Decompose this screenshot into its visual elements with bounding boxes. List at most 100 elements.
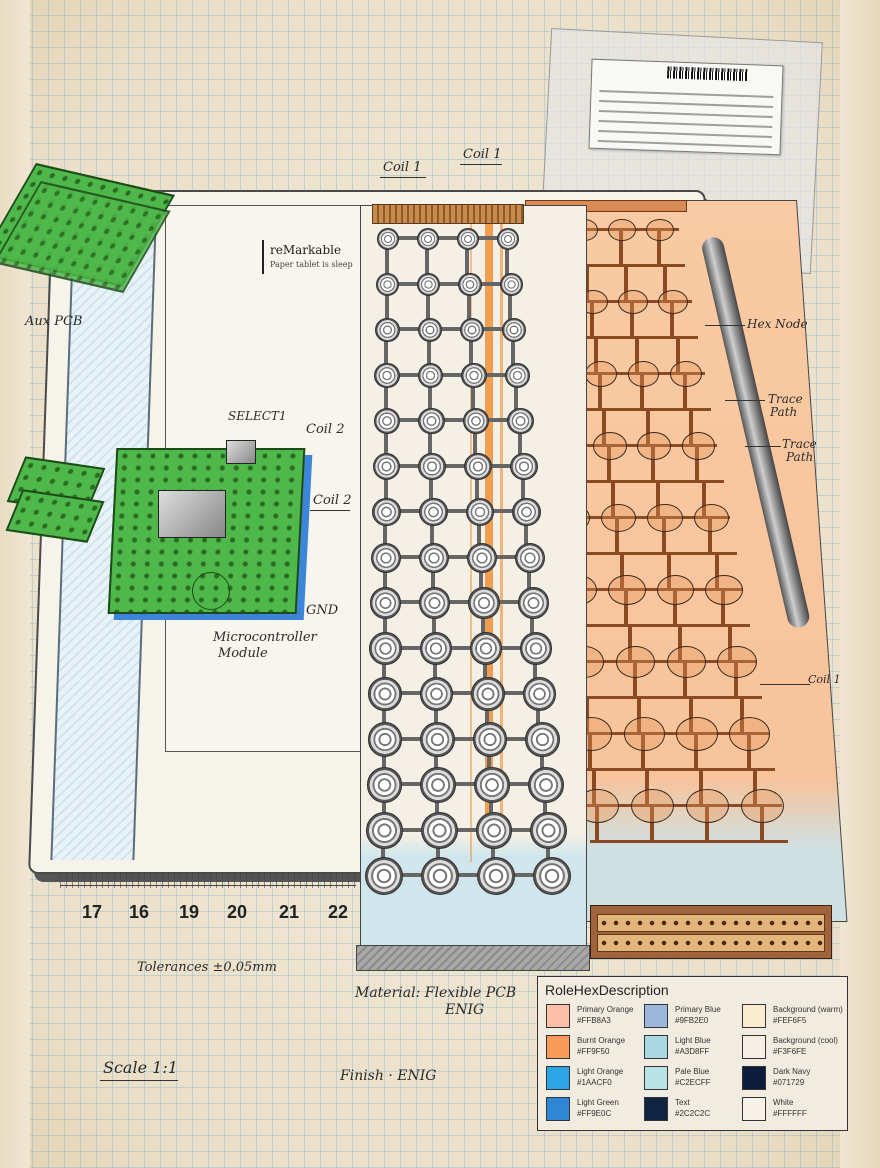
legend-swatch-name: Primary Orange <box>577 1005 634 1014</box>
hex-node-icon <box>676 717 718 751</box>
spiral-coil-icon <box>419 587 451 619</box>
coil-trace-vertical <box>427 372 432 419</box>
coil-trace-vertical <box>473 418 477 464</box>
spiral-coil-icon <box>370 587 402 619</box>
spiral-coil-icon <box>459 317 485 343</box>
hex-node-icon <box>608 574 646 606</box>
spiral-coil-icon <box>367 722 403 757</box>
copper-trace-vertical <box>640 372 645 409</box>
coil-trace-vertical <box>465 236 469 282</box>
label-select1: SELECT1 <box>228 409 287 423</box>
copper-trace-vertical <box>714 552 719 589</box>
orange-trace-path <box>470 222 472 862</box>
hex-node-icon <box>681 432 716 460</box>
shipping-label-text-lines <box>597 82 774 156</box>
spiral-coil-icon <box>368 677 402 711</box>
label-coil-1-edge: Coil 1 <box>808 673 841 686</box>
legend-swatch-name: Text <box>675 1098 690 1107</box>
spiral-coil-icon <box>520 632 553 665</box>
note-scale: Scale 1:1 <box>103 1058 178 1077</box>
copper-trace-vertical <box>628 624 633 661</box>
spiral-coil-icon <box>377 228 399 250</box>
label-coil-2-side: Coil 2 <box>313 493 352 508</box>
coil-trace-vertical <box>479 554 483 601</box>
copper-trace-vertical <box>591 768 596 805</box>
legend-swatch-name: Background (cool) <box>773 1036 838 1045</box>
coil-trace-horizontal <box>384 691 539 695</box>
hex-node-icon <box>705 574 743 606</box>
coil-trace-vertical <box>530 600 535 646</box>
hex-node-icon <box>615 646 656 678</box>
hex-node-icon <box>585 361 618 387</box>
copper-trace-horizontal <box>544 336 699 339</box>
spiral-coil-icon <box>475 812 513 849</box>
coil-trace-vertical <box>527 554 531 601</box>
copper-trace-vertical <box>701 480 706 517</box>
hex-node-icon <box>627 361 660 387</box>
spiral-coil-icon <box>417 317 442 343</box>
device-tagline: Paper tablet is sleep <box>270 260 353 269</box>
spiral-coil-icon <box>419 632 452 665</box>
coil-trace-horizontal <box>383 827 548 832</box>
coil-trace-vertical <box>432 645 437 692</box>
copper-trace-vertical <box>669 300 674 337</box>
copper-trace-vertical <box>585 696 590 733</box>
ruler-label: 16 <box>129 902 150 922</box>
spiral-coil-icon <box>418 497 448 527</box>
legend-title: RoleHexDescription <box>545 982 669 998</box>
coil-trace-horizontal <box>384 600 533 604</box>
coil-trace-vertical <box>520 463 525 510</box>
copper-trace-vertical <box>624 264 629 301</box>
spiral-coil-icon <box>502 317 527 343</box>
spiral-coil-icon <box>419 542 449 573</box>
coil-trace-vertical <box>477 509 481 555</box>
ruler-ticks <box>60 872 356 888</box>
barcode-icon <box>666 66 748 82</box>
coil-trace-vertical <box>383 554 387 601</box>
legend-swatch <box>644 1097 668 1121</box>
spiral-coil-icon <box>477 857 515 895</box>
coil-trace-horizontal <box>386 372 517 377</box>
spiral-coil-icon <box>497 228 519 250</box>
copper-trace-vertical <box>611 480 616 517</box>
hex-node-icon <box>669 361 702 387</box>
coil-trace-vertical <box>426 327 431 373</box>
legend-swatch-name: Light Orange <box>577 1067 624 1076</box>
legend-swatch <box>546 1004 570 1028</box>
copper-trace-vertical <box>663 264 668 301</box>
label-trace-path-1b: Path <box>770 405 798 419</box>
ruler-label: 22 <box>328 902 349 922</box>
ruler-label: 20 <box>227 902 248 922</box>
copper-trace-vertical <box>602 408 607 445</box>
copper-trace-vertical <box>683 660 688 697</box>
coil-trace-vertical <box>381 782 386 828</box>
coil-trace-vertical <box>381 827 386 874</box>
copper-trace-vertical <box>699 768 704 805</box>
copper-trace-horizontal <box>541 300 692 303</box>
paper-margin-right <box>840 0 880 1168</box>
spiral-coil-icon <box>420 722 455 757</box>
spiral-coil-icon <box>530 812 568 849</box>
coil-trace-vertical <box>428 418 433 464</box>
coil-trace-vertical <box>384 372 389 419</box>
spiral-coil-icon <box>468 587 500 619</box>
coil-trace-vertical <box>383 418 388 464</box>
coil-trace-vertical <box>505 236 509 282</box>
spiral-coil-icon <box>522 677 557 711</box>
coil-trace-vertical <box>431 600 436 646</box>
coil-trace-horizontal <box>385 554 529 559</box>
label-gnd: GND <box>306 603 339 618</box>
coil-trace-vertical <box>475 463 479 510</box>
legend-swatch-name: Dark Navy <box>773 1067 811 1076</box>
legend-swatch-hex: #FF9F50 <box>577 1047 610 1056</box>
copper-trace-vertical <box>727 624 732 661</box>
coil-trace-vertical <box>384 327 389 373</box>
coil-trace-vertical <box>517 418 522 464</box>
copper-trace-vertical <box>619 228 623 265</box>
spiral-coil-icon <box>512 497 542 527</box>
coil-trace-vertical <box>533 645 538 692</box>
spiral-coil-icon <box>376 272 400 297</box>
spiral-coil-icon <box>467 542 497 573</box>
coil-trace-vertical <box>425 281 430 328</box>
underline <box>380 177 426 178</box>
